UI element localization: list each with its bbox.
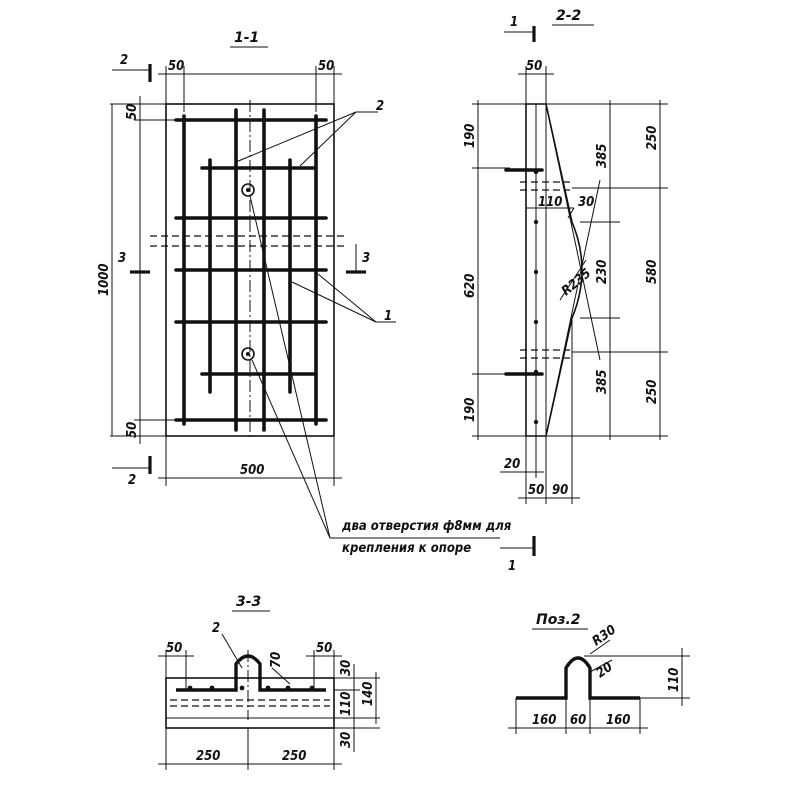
dim-160-left: 160 [532,713,556,728]
radius-leader [559,259,587,301]
radius-30: R30 [590,622,619,649]
dim-top-left: 50 [168,59,184,74]
dim-width: 500 [240,463,264,478]
leader-bar-2 [299,111,357,167]
callout-bar-2: 2 [212,621,220,636]
rebar-dot [239,685,245,691]
leader-bar-1 [317,273,377,323]
cut-label-3-left: 3 [118,251,126,266]
callout-bar-1: 1 [384,309,392,324]
dim-right-50: 50 [316,641,332,656]
cut-label-2-top: 2 [120,53,128,68]
rebar-dot [533,319,539,325]
dim-top-50: 50 [526,59,542,74]
dim-70-leader [271,667,291,685]
dim-left-top: 50 [125,104,140,120]
section-1-1-title: 1-1 [234,30,259,46]
rebar-dot [309,685,315,691]
dim-20: 20 [594,660,616,682]
dim-250-bottom: 250 [645,380,660,404]
dim-50: 50 [528,483,544,498]
dim-right-250: 250 [282,749,306,764]
rebar-dot [187,685,193,691]
dim-250-top: 250 [645,126,660,150]
rebar-dot [265,685,271,691]
rebar-dot [533,219,539,225]
section-3-3: 3-3 2 50 50 70 [158,594,380,770]
dim-30: 30 [578,195,594,210]
section-2-2-title: 2-2 [556,8,581,24]
mounting-hole [241,183,255,197]
dim-20: 20 [504,457,520,472]
leader-hole-note [249,195,331,539]
position-2-detail: Поз.2 R30 20 110 160 60 160 [508,612,690,734]
dim-190-bottom: 190 [463,398,478,422]
section-1-1: 1-1 2 [97,30,512,556]
dim-top-right: 50 [318,59,334,74]
dim-70: 70 [269,652,284,668]
cut-label-2-bottom: 2 [128,473,136,488]
section-3-3-title: 3-3 [236,594,261,610]
dim-30-leader [567,207,575,219]
hole-note-line1: два отверстия ф8мм для [341,519,512,534]
dim-140: 140 [361,682,376,706]
callout-bar-2: 2 [376,99,384,114]
section-2-2: 2-2 1 50 190 [463,8,668,574]
dim-height: 1000 [97,263,112,296]
rebar-dot [533,419,539,425]
mounting-hole-center [246,188,250,192]
dim-90: 90 [552,483,568,498]
dim-left-bottom: 50 [125,422,140,438]
pos2-title: Поз.2 [536,612,581,628]
leader-bar-2 [221,633,243,669]
dim-left-50: 50 [166,641,182,656]
hole-note-line2: крепления к опоре [342,541,471,556]
dim-580: 580 [645,260,660,284]
rebar-omega [176,654,326,692]
cut-label-1-top: 1 [510,15,518,30]
radius-leader [589,639,611,655]
dim-left-250: 250 [196,749,220,764]
cut-label-3-right: 3 [362,251,370,266]
mounting-hole [241,347,255,361]
profile-slope [545,103,601,361]
dim-30-bottom: 30 [339,732,354,748]
rebar-dot [209,685,215,691]
dim-30-top: 30 [339,660,354,676]
dim-20-leader [589,659,613,673]
dim-620: 620 [463,274,478,298]
rebar-omega-shape [516,656,640,700]
dim-110: 110 [339,692,354,716]
slab-section [165,677,335,729]
cut-label-1-bottom: 1 [508,559,516,574]
leader-bar-2 [235,111,357,163]
dim-60: 60 [570,713,586,728]
dim-190-top: 190 [463,124,478,148]
mounting-hole-center [246,352,250,356]
dim-160-right: 160 [606,713,630,728]
rebar-dot [533,369,539,375]
rebar-dot [285,685,291,691]
dim-385-top: 385 [595,144,610,168]
radius-label: R235 [559,266,594,299]
dim-230: 230 [595,260,610,284]
profile-slope [545,179,601,437]
rebar-dot [533,169,539,175]
rebar-dot [533,269,539,275]
leader-bar-1 [291,281,377,323]
dim-385-bottom: 385 [595,370,610,394]
leader-hole-note [251,359,331,539]
dim-110: 110 [667,668,682,692]
bracket-profile [525,103,583,437]
dim-110: 110 [538,195,562,210]
